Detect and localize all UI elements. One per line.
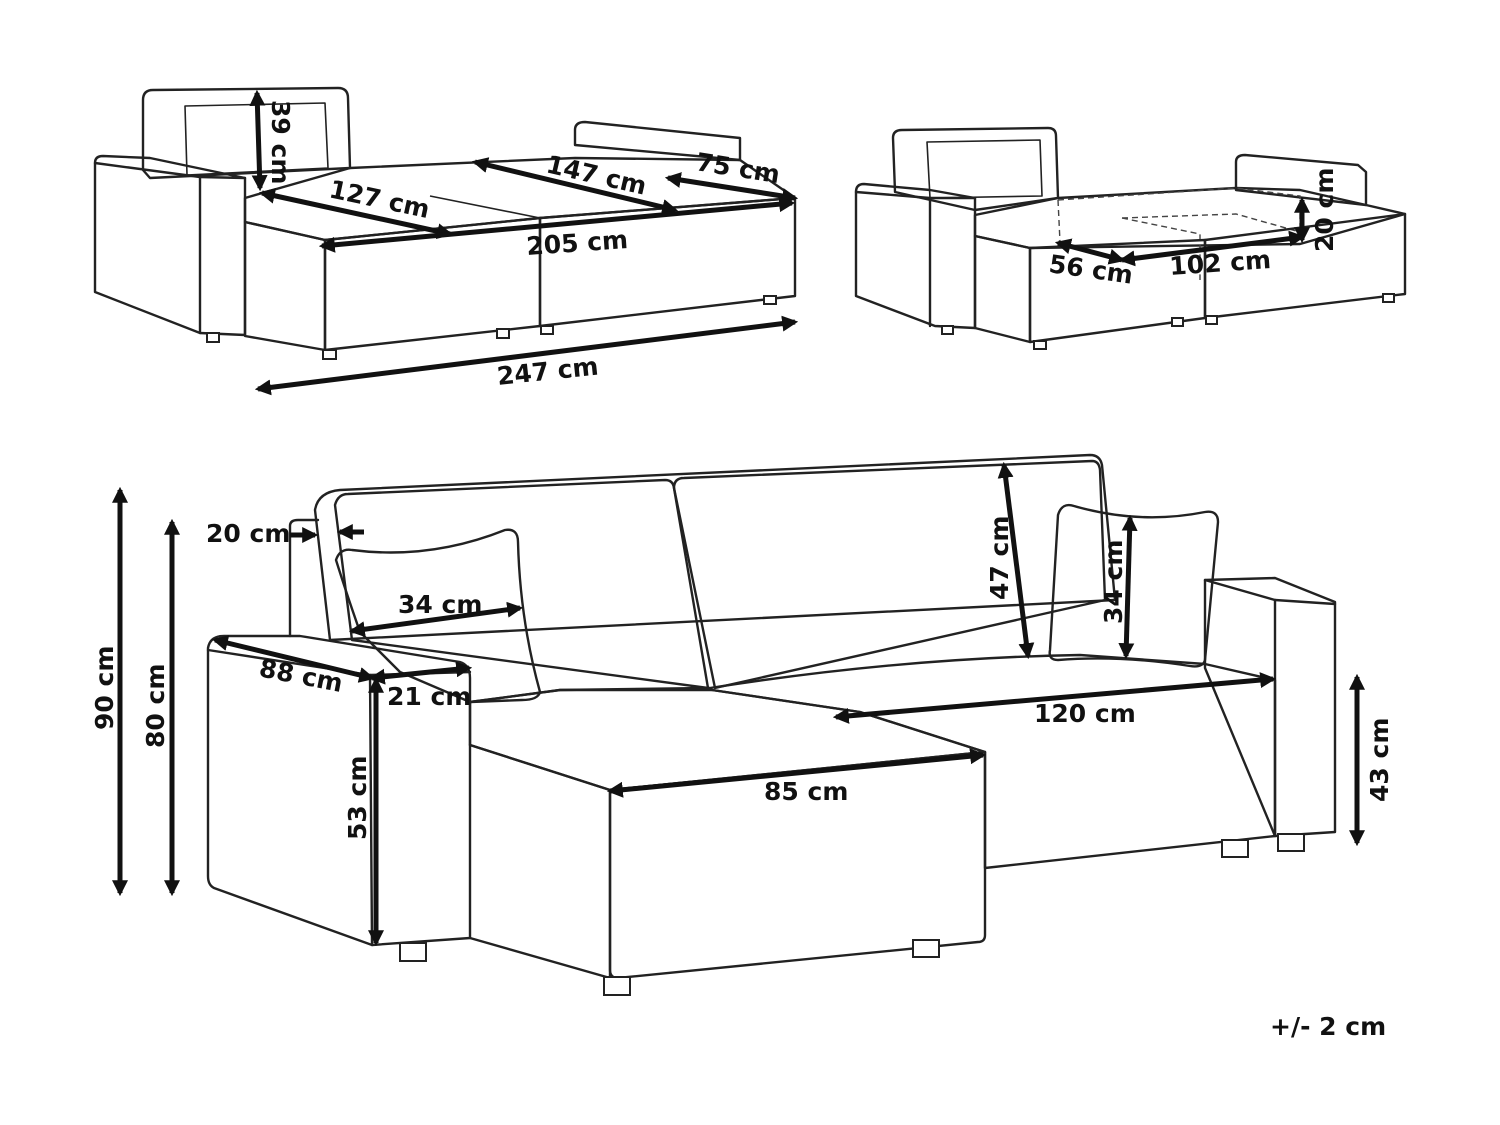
label-backrest-height: 39 cm — [266, 100, 295, 184]
label-seat-height: 43 cm — [1365, 718, 1394, 802]
arrow-seat-120 — [832, 672, 1277, 724]
legs-main — [399, 833, 1305, 996]
arrow-armrest-75 — [664, 172, 799, 204]
sofa-outline-top-right — [854, 126, 1407, 344]
arrow-arm-depth — [211, 635, 376, 683]
label-total-height: 90 cm — [90, 646, 119, 730]
arrow-backrest-height — [249, 89, 268, 192]
label-arm-height: 53 cm — [343, 756, 372, 840]
tolerance-note: +/- 2 cm — [1270, 1012, 1386, 1041]
label-storage-height: 20 cm — [1310, 168, 1339, 252]
label-pillow-height: 34 cm — [1099, 540, 1128, 624]
arrow-storage-depth — [1054, 238, 1126, 265]
arrow-total-width — [254, 315, 799, 396]
arrow-arm-width — [368, 661, 473, 685]
label-storage-length: 102 cm — [1168, 245, 1272, 281]
arrow-pillow-height — [1118, 514, 1138, 660]
label-storage-depth: 56 cm — [1047, 249, 1135, 289]
label-backrest-47: 47 cm — [985, 516, 1014, 600]
label-back-thickness: 20 cm — [206, 519, 290, 548]
arrow-pillow-width — [348, 601, 524, 638]
label-arm-width: 21 cm — [387, 682, 471, 711]
legs-top-left — [206, 295, 777, 360]
label-seat-205: 205 cm — [525, 225, 629, 261]
legs-top-right — [941, 293, 1395, 350]
top-left-view: 39 cm 127 cm 147 cm 75 cm 205 cm 247 cm — [93, 86, 799, 396]
label-back-height: 80 cm — [141, 664, 170, 748]
label-pillow-width: 34 cm — [398, 590, 482, 619]
label-chaise-85: 85 cm — [764, 777, 848, 806]
main-view: 20 cm 90 cm 80 cm 88 cm 21 cm 53 cm 34 c… — [90, 453, 1394, 996]
sofa-outline-top-left — [93, 86, 797, 352]
arrow-storage-length — [1118, 230, 1306, 267]
arrow-seat-205 — [318, 196, 796, 253]
label-arm-depth: 88 cm — [257, 653, 345, 698]
label-seat-120: 120 cm — [1034, 699, 1136, 728]
arrow-backrest-47 — [997, 461, 1035, 660]
arrow-chaise-85 — [606, 748, 987, 798]
top-right-view: 20 cm 56 cm 102 cm — [854, 126, 1407, 350]
